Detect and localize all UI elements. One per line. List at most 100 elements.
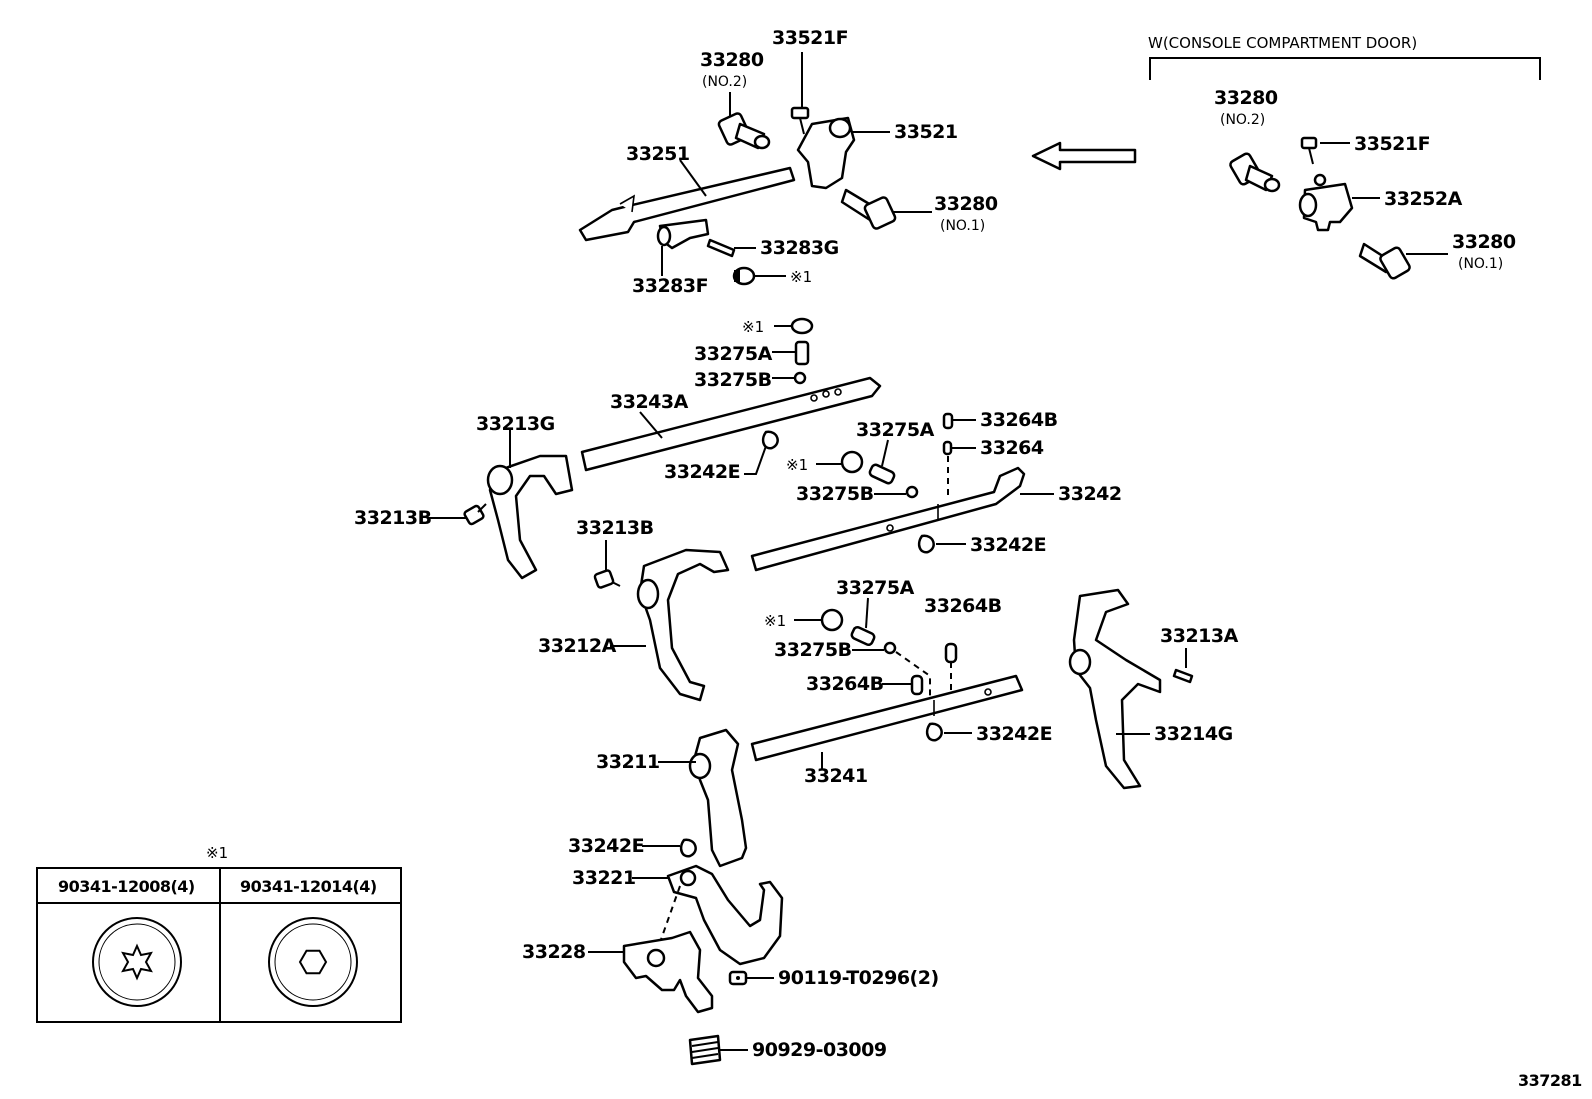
label-33280-mid: 33280 <box>934 193 998 215</box>
label-no1-mid: (NO.1) <box>940 218 985 234</box>
inset-label-33280-no1: 33280 <box>1452 231 1516 253</box>
label-ref1-d: ※1 <box>764 612 786 630</box>
bolt-33521f <box>790 106 810 120</box>
label-33242e-d: 33242E <box>568 835 644 857</box>
inset-label-33280-no2: 33280 <box>1214 87 1278 109</box>
inset-bolt-no1 <box>1358 242 1411 280</box>
label-33521: 33521 <box>894 121 958 143</box>
label-33275b-a: 33275B <box>694 369 772 391</box>
bolt-33213b-a <box>463 503 487 526</box>
pin-33264b-c <box>910 674 924 696</box>
pin-33213a <box>1172 668 1194 684</box>
label-33242e-b: 33242E <box>970 534 1046 556</box>
label-33275b-b: 33275B <box>796 483 874 505</box>
label-33212a: 33212A <box>538 635 617 657</box>
shaft-33251 <box>578 166 796 242</box>
label-33213a: 33213A <box>1160 625 1239 647</box>
plug-ref1-c <box>840 450 864 474</box>
plug-ref1-top <box>732 266 756 286</box>
clip-33242e-b <box>917 534 935 554</box>
direction-arrow-icon <box>1031 141 1137 171</box>
ball-33275b-a <box>793 371 807 385</box>
bolt-33280-no1 <box>840 188 897 230</box>
inset-bolt-no2 <box>1229 152 1281 193</box>
label-33221: 33221 <box>572 867 636 889</box>
ball-33275b-c <box>883 641 897 655</box>
label-33214g: 33214G <box>1154 723 1233 745</box>
label-33264: 33264 <box>980 437 1044 459</box>
label-33213g: 33213G <box>476 413 555 435</box>
label-33211: 33211 <box>596 751 660 773</box>
lever-33211 <box>688 728 748 868</box>
inset-block-33252a <box>1298 173 1354 232</box>
inset-group: W(CONSOLE COMPARTMENT DOOR) 33280 (NO.2)… <box>1031 34 1541 280</box>
ball-33275b-b <box>905 485 919 499</box>
inset-label-33521f: 33521F <box>1354 133 1430 155</box>
label-33213b-a: 33213B <box>354 507 432 529</box>
label-33264b-a: 33264B <box>980 409 1058 431</box>
label-33283g: 33283G <box>760 237 839 259</box>
label-ref1-c: ※1 <box>786 456 808 474</box>
spring-33275a-a <box>794 340 810 366</box>
torx-screw-icon <box>92 917 182 1007</box>
plug-ref1-d <box>820 608 844 632</box>
legend-table: ※1 90341-12008(4) 90341-12014(4) <box>36 844 402 1023</box>
inset-title: W(CONSOLE COMPARTMENT DOOR) <box>1148 34 1417 52</box>
label-33243a: 33243A <box>610 391 689 413</box>
label-no2-top: (NO.2) <box>702 74 747 90</box>
spring-90929 <box>688 1034 722 1066</box>
plug-ref1-b <box>790 317 814 335</box>
label-33213b-b: 33213B <box>576 517 654 539</box>
label-90929: 90929-03009 <box>752 1039 887 1061</box>
label-33228: 33228 <box>522 941 586 963</box>
pin-33264 <box>942 440 953 456</box>
part-33521 <box>796 116 856 190</box>
shaft-33242 <box>750 466 1026 572</box>
shaft-33243a <box>580 376 882 472</box>
lower-group: 33211 33242E 33221 33228 90119-T0296(2) <box>522 728 939 1066</box>
middle-group: ※1 33275A 33275B 33243A 33213G <box>354 317 1239 790</box>
label-33275b-c: 33275B <box>774 639 852 661</box>
fork-33213g <box>486 454 574 580</box>
legend-col2: 90341-12014(4) <box>240 877 377 896</box>
inset-label-33252a: 33252A <box>1384 188 1463 210</box>
label-33242e-a: 33242E <box>664 461 740 483</box>
inset-bracket <box>1149 57 1541 80</box>
pin-33264b-a <box>942 412 954 430</box>
legend-mark: ※1 <box>206 844 228 862</box>
inset-label-no1: (NO.1) <box>1458 256 1503 272</box>
shaft-33241 <box>750 674 1024 762</box>
label-33264b-c: 33264B <box>806 673 884 695</box>
part-33283f <box>656 218 710 250</box>
label-33251: 33251 <box>626 143 690 165</box>
inset-label-no2: (NO.2) <box>1220 112 1265 128</box>
figure-number: 337281 <box>1518 1071 1582 1090</box>
part-33228 <box>622 930 714 1014</box>
clip-33242e-a <box>761 430 779 450</box>
spring-33275a-c <box>850 625 876 647</box>
bolt-33280-no2 <box>717 112 771 150</box>
label-33521f: 33521F <box>772 27 848 49</box>
bolt-90119 <box>728 970 748 986</box>
clip-33242e-c <box>925 722 943 742</box>
label-90119: 90119-T0296(2) <box>778 967 939 989</box>
label-33241: 33241 <box>804 765 868 787</box>
label-33275a-a: 33275A <box>694 343 773 365</box>
label-33242e-c: 33242E <box>976 723 1052 745</box>
label-33275a-c: 33275A <box>836 577 915 599</box>
fork-33212a <box>636 548 730 702</box>
label-33280-top: 33280 <box>700 49 764 71</box>
label-33242: 33242 <box>1058 483 1122 505</box>
legend-col1: 90341-12008(4) <box>58 877 195 896</box>
label-33264b-b: 33264B <box>924 595 1002 617</box>
label-33275a-b: 33275A <box>856 419 935 441</box>
fork-33214g <box>1068 588 1162 790</box>
label-33283f: 33283F <box>632 275 708 297</box>
top-group: 33521F 33280 (NO.2) 33521 33251 3 <box>578 27 998 297</box>
hex-screw-icon <box>268 917 358 1007</box>
lever-33221 <box>666 864 784 966</box>
inset-small-bolt <box>1300 136 1318 165</box>
pin-33283g <box>706 238 736 258</box>
label-ref1-b: ※1 <box>742 318 764 336</box>
